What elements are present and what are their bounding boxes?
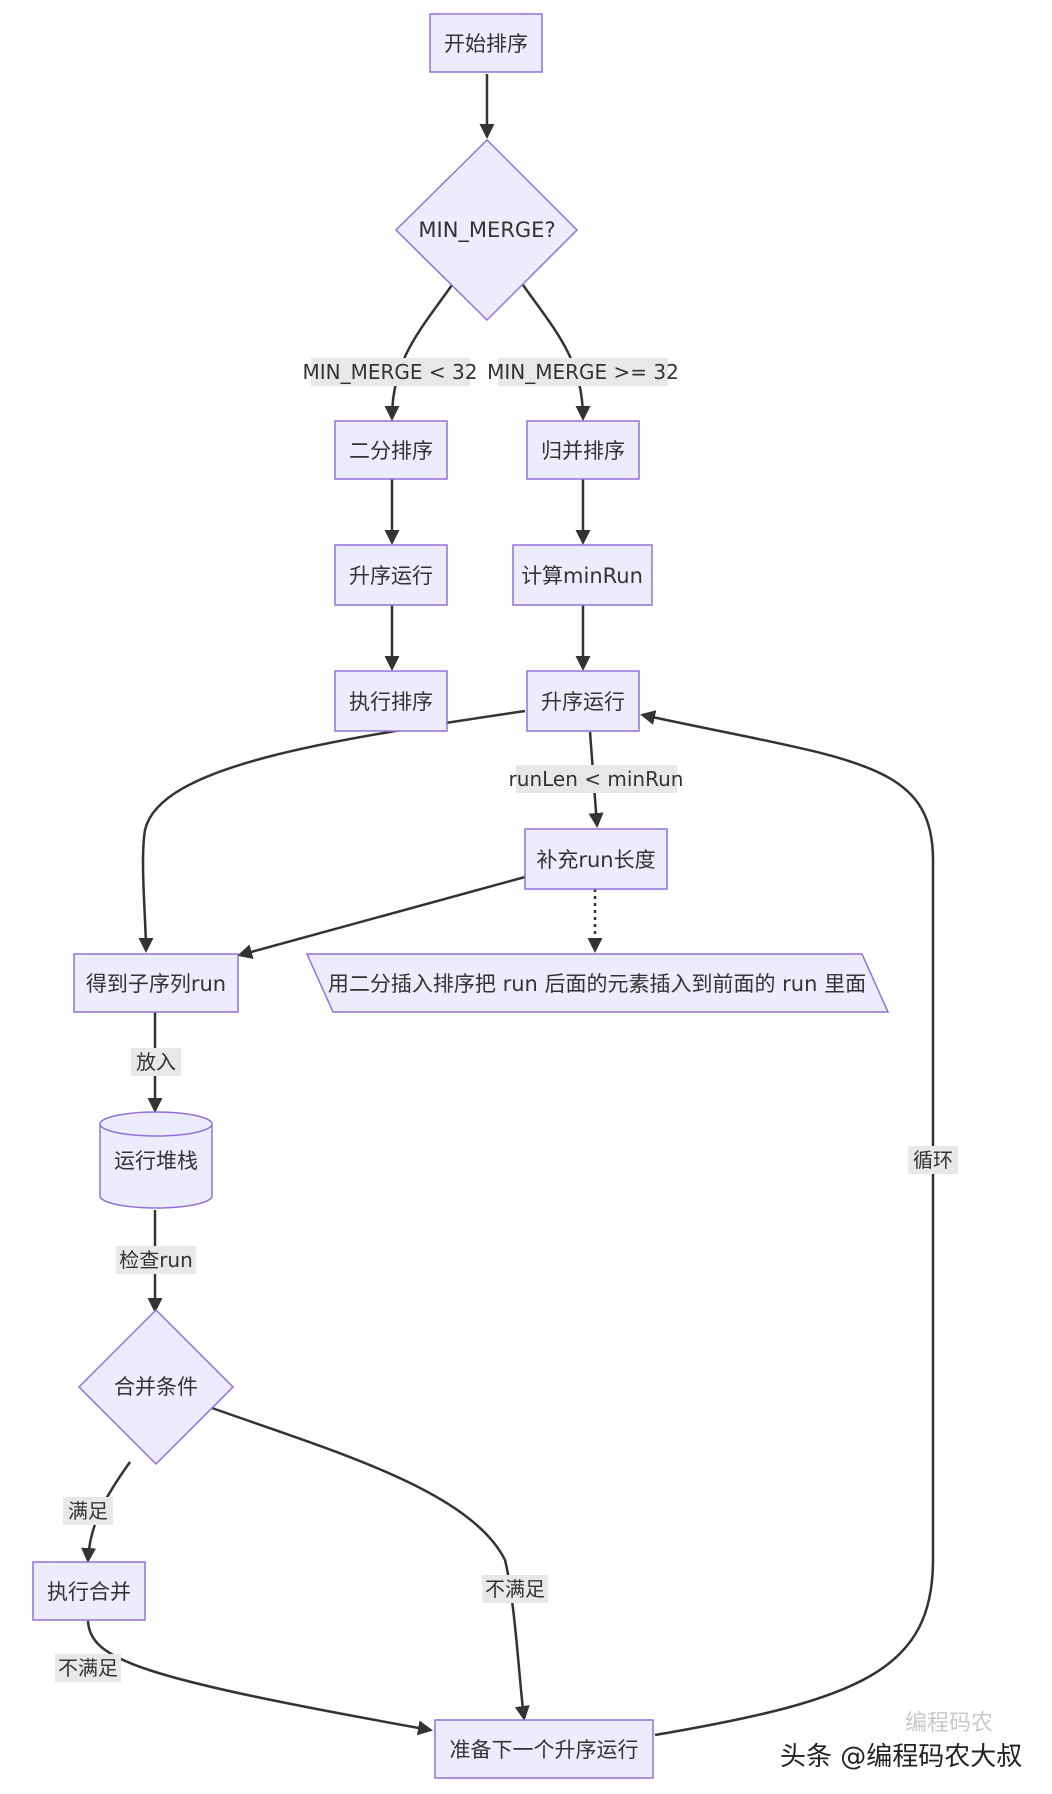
node-run-stack-label: 运行堆栈	[114, 1149, 198, 1173]
node-asc-run-left-label: 升序运行	[349, 564, 433, 588]
node-compute-minrun: 计算minRun	[512, 544, 653, 606]
node-merge-sort: 归并排序	[526, 420, 640, 480]
edge-label-put-in: 放入	[131, 1048, 181, 1076]
edge-label-satisfied-text: 满足	[68, 1499, 108, 1523]
edge-label-satisfied: 满足	[63, 1497, 113, 1525]
edge-label-not-satisfied-1-text: 不满足	[485, 1577, 545, 1601]
edge-label-runlen-text: runLen < minRun	[509, 767, 684, 791]
node-exec-sort-label: 执行排序	[349, 690, 433, 714]
node-merge-cond-label: 合并条件	[114, 1375, 198, 1399]
node-asc-run-right: 升序运行	[526, 670, 640, 732]
watermark-faint-text: 编程码农	[905, 1711, 993, 1736]
node-binary-sort: 二分排序	[334, 420, 448, 480]
node-decision-label: MIN_MERGE?	[418, 218, 555, 243]
node-note-label: 用二分插入排序把 run 后面的元素插入到前面的 run 里面	[328, 972, 866, 996]
edge-decision-merge-sort	[521, 284, 591, 421]
edge-label-check-run: 检查run	[116, 1246, 196, 1274]
edge-label-lt32: MIN_MERGE < 32	[303, 358, 478, 386]
node-exec-merge-label: 执行合并	[47, 1580, 131, 1604]
edge-label-lt32-text: MIN_MERGE < 32	[303, 360, 478, 384]
edge-merge-cond-prepare	[211, 1406, 530, 1721]
node-get-subseq-label: 得到子序列run	[86, 972, 226, 996]
node-decision: MIN_MERGE?	[394, 138, 579, 322]
edge-extend-get-subseq	[237, 875, 526, 960]
node-prepare-next: 准备下一个升序运行	[434, 1719, 654, 1779]
node-exec-sort: 执行排序	[334, 670, 448, 732]
edge-label-ge32: MIN_MERGE >= 32	[487, 358, 679, 386]
node-start-label: 开始排序	[444, 32, 528, 56]
node-start: 开始排序	[429, 13, 543, 73]
node-merge-cond: 合并条件	[77, 1308, 235, 1466]
edges	[81, 74, 935, 1737]
edge-label-loop-text: 循环	[913, 1148, 953, 1172]
node-merge-sort-label: 归并排序	[541, 439, 625, 463]
edge-label-not-satisfied-2: 不满足	[55, 1654, 121, 1682]
edge-label-put-in-text: 放入	[136, 1050, 176, 1074]
node-compute-minrun-label: 计算minRun	[521, 564, 643, 588]
watermark-text: 头条 @编程码农大叔	[780, 1742, 1022, 1772]
edge-decision-binary-sort	[384, 284, 454, 421]
edge-label-check-run-text: 检查run	[119, 1248, 193, 1272]
nodes: 开始排序 MIN_MERGE? 二分排序 归并排序 升序运行 计算minRun …	[32, 13, 890, 1779]
node-asc-run-right-label: 升序运行	[541, 690, 625, 714]
edge-asc-run-get-subseq	[138, 709, 526, 953]
edge-label-ge32-text: MIN_MERGE >= 32	[487, 360, 679, 384]
edge-loop-back	[640, 710, 935, 1737]
node-exec-merge: 执行合并	[32, 1561, 146, 1621]
node-prepare-next-label: 准备下一个升序运行	[450, 1738, 639, 1762]
node-extend-run-label: 补充run长度	[536, 848, 655, 872]
node-get-subseq: 得到子序列run	[73, 953, 239, 1013]
edge-exec-merge-prepare	[86, 1620, 433, 1736]
edge-label-not-satisfied-2-text: 不满足	[58, 1656, 118, 1680]
edge-label-runlen: runLen < minRun	[509, 765, 684, 793]
node-asc-run-left: 升序运行	[334, 544, 448, 606]
node-binary-sort-label: 二分排序	[349, 439, 433, 463]
node-run-stack: 运行堆栈	[99, 1111, 213, 1209]
edge-label-not-satisfied-1: 不满足	[482, 1575, 548, 1603]
node-note: 用二分插入排序把 run 后面的元素插入到前面的 run 里面	[305, 953, 890, 1013]
watermark: 编程码农 头条 @编程码农大叔	[780, 1711, 1022, 1772]
edge-labels: MIN_MERGE < 32 MIN_MERGE >= 32 runLen < …	[55, 358, 958, 1682]
edge-label-loop: 循环	[908, 1146, 958, 1174]
node-extend-run: 补充run长度	[524, 828, 668, 890]
